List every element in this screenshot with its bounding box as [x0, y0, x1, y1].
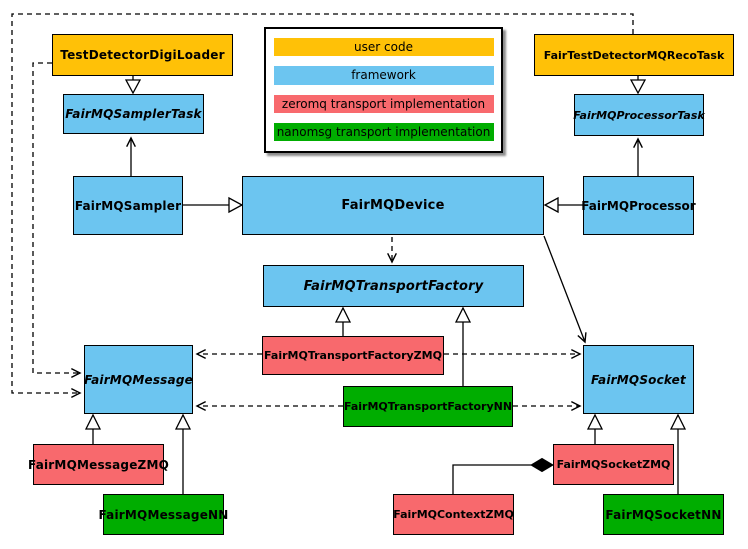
- edge-processor-device: [543, 196, 583, 214]
- node-fairmqtransportfactoryzmq: FairMQTransportFactoryZMQ: [262, 336, 444, 375]
- edge-messagenn-message: [174, 413, 192, 494]
- edge-digiloader-samplertask: [124, 76, 142, 95]
- node-testdetectordigiloader: TestDetectorDigiLoader: [52, 34, 233, 76]
- node-fairmqprocessortask: FairMQProcessorTask: [573, 94, 705, 136]
- node-fairmqtransportfactorynn: FairMQTransportFactoryNN: [343, 386, 513, 427]
- node-fairmqdevice: FairMQDevice: [242, 176, 544, 235]
- node-fairmqcontextzmq: FairMQContextZMQ: [393, 494, 514, 535]
- edge-socketzmq-socket: [586, 413, 604, 444]
- node-fairmqsocketzmq: FairMQSocketZMQ: [553, 444, 674, 485]
- edge-socketnn-socket: [669, 413, 687, 494]
- node-fairmqtransportfactory: FairMQTransportFactory: [263, 265, 524, 307]
- legend: user code framework zeromq transport imp…: [264, 27, 503, 153]
- node-fairtestdetectormqrecotask: FairTestDetectorMQRecoTask: [534, 34, 734, 76]
- node-fairmqprocessor: FairMQProcessor: [581, 176, 696, 235]
- node-fairmqsamplertask: FairMQSamplerTask: [63, 94, 204, 134]
- legend-item-nanomsg: nanomsg transport implementation: [273, 122, 494, 141]
- edge-digiloader-message: [32, 62, 82, 378]
- legend-label: framework: [351, 68, 416, 83]
- edge-recotask-message: [11, 13, 634, 398]
- node-fairmqmessage: FairMQMessage: [84, 345, 193, 414]
- node-fairmqmessagezmq: FairMQMessageZMQ: [28, 444, 169, 485]
- edge-recotask-processortask: [629, 76, 647, 95]
- legend-item-framework: framework: [273, 66, 494, 85]
- legend-label: user code: [354, 40, 413, 55]
- legend-label: nanomsg transport implementation: [276, 124, 491, 139]
- edge-device-socket: [543, 235, 587, 344]
- node-fairmqsocket: FairMQSocket: [583, 345, 694, 414]
- edge-factorynn-transportfactory: [454, 306, 472, 386]
- node-fairmqmessagenn: FairMQMessageNN: [98, 494, 228, 535]
- edge-sampler-device: [183, 196, 244, 214]
- edge-contextzmq-socketzmq: [452, 457, 554, 494]
- node-fairmqsampler: FairMQSampler: [73, 176, 183, 235]
- legend-item-user-code: user code: [273, 38, 494, 57]
- edge-factoryzmq-transportfactory: [334, 306, 352, 336]
- legend-item-zeromq: zeromq transport implementation: [273, 94, 494, 113]
- legend-label: zeromq transport implementation: [281, 96, 486, 111]
- node-fairmqsocketnn: FairMQSocketNN: [603, 494, 724, 535]
- edge-messagezmq-message: [84, 413, 102, 444]
